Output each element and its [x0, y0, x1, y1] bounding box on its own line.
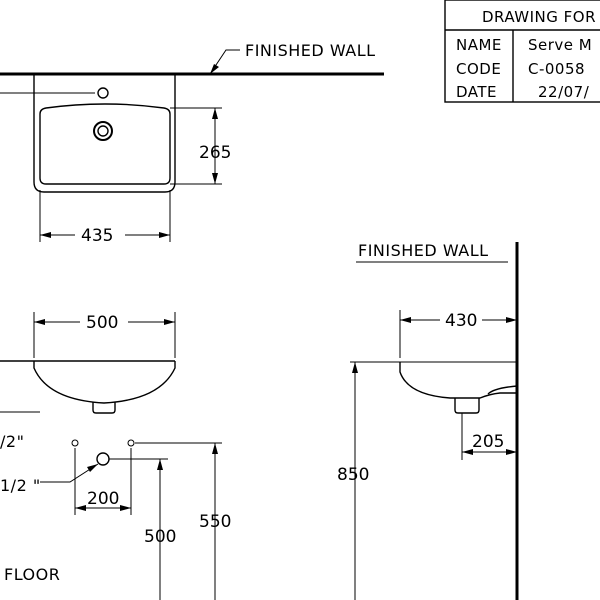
dim-outlet-offset: 205 [472, 432, 504, 452]
dim-pipe-spacing: 200 [87, 489, 119, 509]
title-block-name-label: NAME [456, 36, 502, 54]
supply-right-point [127, 439, 135, 447]
pipe-bottom-label: 1/2 " [0, 476, 41, 495]
finished-wall-top-label: FINISHED WALL [245, 41, 376, 60]
title-block-date-value: 22/07/ [538, 83, 590, 101]
title-block-name-value: Serve M [528, 36, 592, 54]
pipe-top-label: /2" [0, 432, 24, 451]
title-block: DRAWING FOR NAME Serve M CODE C-0058 DAT… [444, 0, 600, 103]
front-basin-bowl [33, 361, 176, 404]
dim-plan-depth: 265 [199, 143, 231, 163]
dim-outlet-height: 500 [144, 527, 176, 547]
side-elevation: FINISHED WALL 430 205 850 [337, 241, 519, 600]
front-elevation: 500 /2" 1/2 " 200 500 550 [0, 312, 231, 600]
dim-plan-width: 435 [81, 226, 113, 246]
plan-drain-outer [93, 121, 113, 141]
finished-wall-side-label: FINISHED WALL [358, 241, 489, 260]
side-basin-profile [399, 362, 517, 399]
title-block-code-label: CODE [456, 60, 501, 78]
dim-front-width: 500 [86, 313, 118, 333]
plan-bowl-inner [39, 103, 171, 185]
side-waste [454, 398, 480, 414]
plan-basin-outline [33, 74, 176, 193]
dim-supply-height: 550 [199, 512, 231, 532]
floor-label: FLOOR [4, 565, 60, 584]
plan-drain-inner [97, 125, 109, 137]
supply-left-point [71, 439, 79, 447]
plan-view: FINISHED WALL 265 435 [0, 41, 384, 246]
dim-rim-height: 850 [337, 465, 369, 485]
title-block-header: DRAWING FOR [482, 8, 596, 26]
title-block-code-value: C-0058 [528, 60, 585, 78]
outlet-point [96, 452, 110, 466]
title-block-date-label: DATE [456, 83, 497, 101]
plan-tap-hole [97, 87, 109, 99]
front-waste [92, 402, 116, 414]
dim-side-depth: 430 [445, 311, 477, 331]
